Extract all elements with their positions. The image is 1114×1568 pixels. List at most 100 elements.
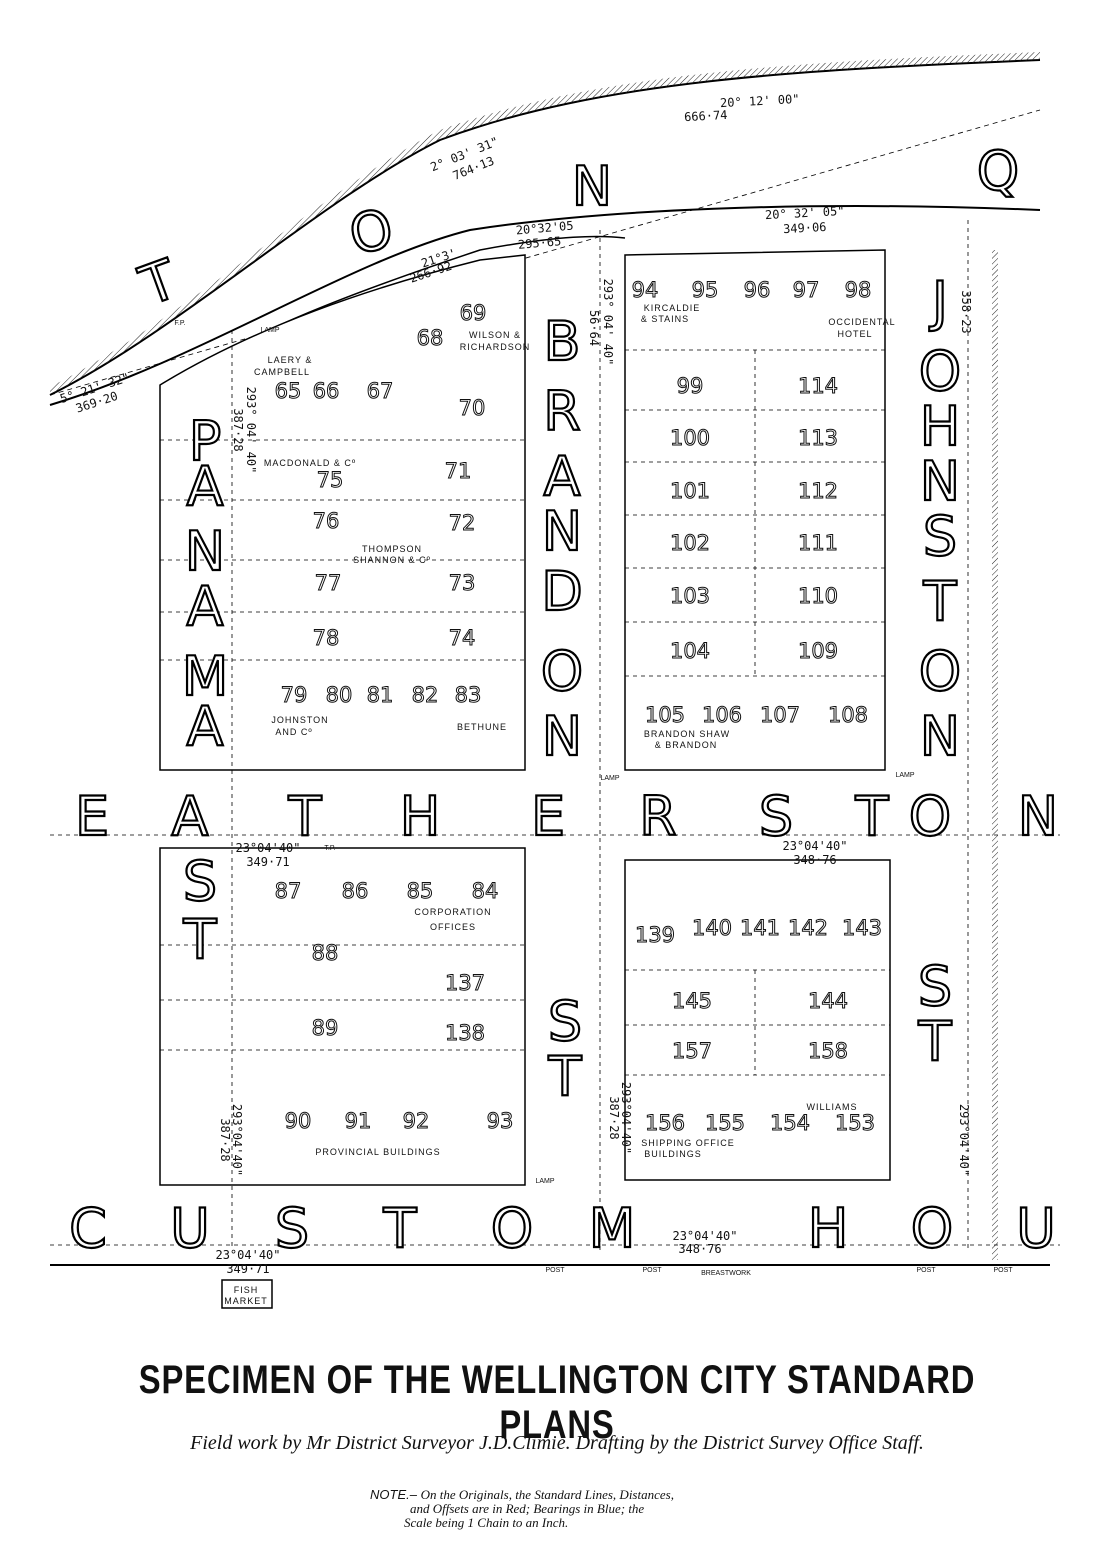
survey-annotation: LAMP — [600, 775, 619, 782]
block-panama-brandon-south — [159, 847, 526, 1186]
survey-annotation: LAMP — [260, 327, 279, 334]
lot-number: 72 — [449, 511, 476, 535]
lot-number: 77 — [315, 571, 342, 595]
street-letter-customhouse: C — [69, 1197, 107, 1260]
owner-label: & STAINS — [641, 314, 689, 324]
street-letter-st_brandon: T — [548, 1045, 583, 1108]
lot-number: 157 — [672, 1039, 712, 1063]
street-letter-customhouse: U — [170, 1197, 210, 1260]
owner-label: MACDONALD & Cº — [264, 458, 356, 468]
lot-number: 112 — [798, 479, 838, 503]
lot-number: 139 — [635, 923, 675, 947]
lot-number: 144 — [808, 989, 848, 1013]
lot-number: 68 — [417, 326, 444, 350]
lot-number: 85 — [407, 879, 434, 903]
street-letter-featherston: E — [531, 785, 565, 848]
street-letter-panama: M — [182, 645, 229, 708]
street-letter-customhouse: U — [1016, 1197, 1056, 1260]
lot-number: 101 — [670, 479, 710, 503]
street-letter-customhouse: T — [383, 1197, 418, 1260]
lot-number: 83 — [455, 683, 482, 707]
street-letter-featherston: S — [759, 785, 793, 848]
street-letter-brandon: R — [543, 380, 581, 443]
note: NOTE.– On the Originals, the Standard Li… — [370, 1488, 674, 1530]
owner-label: SHANNON & Cº — [353, 555, 431, 565]
note-line-1: On the Originals, the Standard Lines, Di… — [420, 1487, 674, 1502]
lot-number: 156 — [645, 1111, 685, 1135]
lot-number: 74 — [449, 626, 476, 650]
lot-number: 141 — [740, 916, 780, 940]
note-line-3: Scale being 1 Chain to an Inch. — [404, 1515, 569, 1530]
note-line-2: and Offsets are in Red; Bearings in Blue… — [410, 1501, 645, 1516]
bearing-label: 387·28 — [607, 1096, 621, 1139]
lot-number: 69 — [460, 301, 487, 325]
lot-number: 67 — [367, 379, 394, 403]
street-letter-top: Q — [977, 140, 1020, 203]
survey-annotation: BREASTWORK — [701, 1270, 751, 1277]
lot-number: 154 — [770, 1111, 810, 1135]
street-letter-featherston: A — [172, 785, 209, 848]
street-letter-panama: A — [187, 455, 224, 518]
lot-number: 90 — [285, 1109, 312, 1133]
bearing-label: 293° 04' 40" — [244, 387, 258, 474]
street-letter-panama: P — [189, 410, 222, 473]
street-letter-johnston: J — [929, 270, 948, 333]
map-title: SPECIMEN OF THE WELLINGTON CITY STANDARD… — [138, 1358, 976, 1447]
lot-number: 140 — [692, 916, 732, 940]
owner-label: WILLIAMS — [806, 1102, 857, 1112]
lot-number: 155 — [705, 1111, 745, 1135]
lot-number: 107 — [760, 703, 800, 727]
lot-number: 91 — [345, 1109, 372, 1133]
lot-number: 142 — [788, 916, 828, 940]
note-lead: NOTE.– — [370, 1487, 421, 1502]
lot-number: 97 — [793, 278, 820, 302]
lot-number: 108 — [828, 703, 868, 727]
street-letter-customhouse: O — [911, 1197, 954, 1260]
street-letter-st_panama: T — [183, 908, 218, 971]
lot-number: 73 — [449, 571, 476, 595]
lot-number: 76 — [313, 509, 340, 533]
survey-annotation: LAMP — [895, 772, 914, 779]
street-letter-panama: A — [187, 575, 224, 638]
street-letter-brandon: N — [542, 500, 582, 563]
owner-label: CAMPBELL — [254, 367, 310, 377]
street-letter-customhouse: H — [808, 1197, 849, 1260]
street-letter-st_panama: S — [183, 850, 217, 913]
lot-number: 111 — [798, 531, 838, 555]
lot-number: 104 — [670, 639, 710, 663]
street-letter-johnston: S — [923, 505, 957, 568]
owner-label: OFFICES — [430, 922, 476, 932]
lot-number: 89 — [312, 1016, 339, 1040]
owner-label: FISH — [234, 1285, 259, 1295]
lot-number: 106 — [702, 703, 742, 727]
owner-label: OCCIDENTAL — [828, 317, 895, 327]
lot-number: 99 — [677, 374, 704, 398]
bearing-label: 20° 12' 00" — [720, 92, 800, 110]
lot-number: 110 — [798, 584, 838, 608]
lot-number: 81 — [367, 683, 394, 707]
owner-label: JOHNSTON — [271, 715, 328, 725]
bearing-label: 23°04'40" — [782, 839, 847, 853]
survey-annotation: F.P. — [174, 320, 185, 327]
street-letter-brandon: D — [541, 560, 583, 623]
owner-label: SHIPPING OFFICE — [641, 1138, 735, 1148]
lot-number: 143 — [842, 916, 882, 940]
survey-annotation: POST — [545, 1267, 565, 1274]
bearing-label: 20°32'05 — [515, 219, 574, 238]
lot-number: 102 — [670, 531, 710, 555]
owner-label: WILSON & — [469, 330, 521, 340]
lot-number: 114 — [798, 374, 838, 398]
survey-annotation: POST — [993, 1267, 1013, 1274]
bearing-label: 23°04'40" — [672, 1229, 737, 1243]
owner-label: THOMPSON — [362, 544, 422, 554]
lot-number: 86 — [342, 879, 369, 903]
survey-annotation: POST — [916, 1267, 936, 1274]
lot-number: 65 — [275, 379, 302, 403]
bearing-label: 348·76 — [793, 853, 836, 867]
street-letter-featherston: R — [639, 785, 677, 848]
owner-label: PROVINCIAL BUILDINGS — [315, 1147, 440, 1157]
